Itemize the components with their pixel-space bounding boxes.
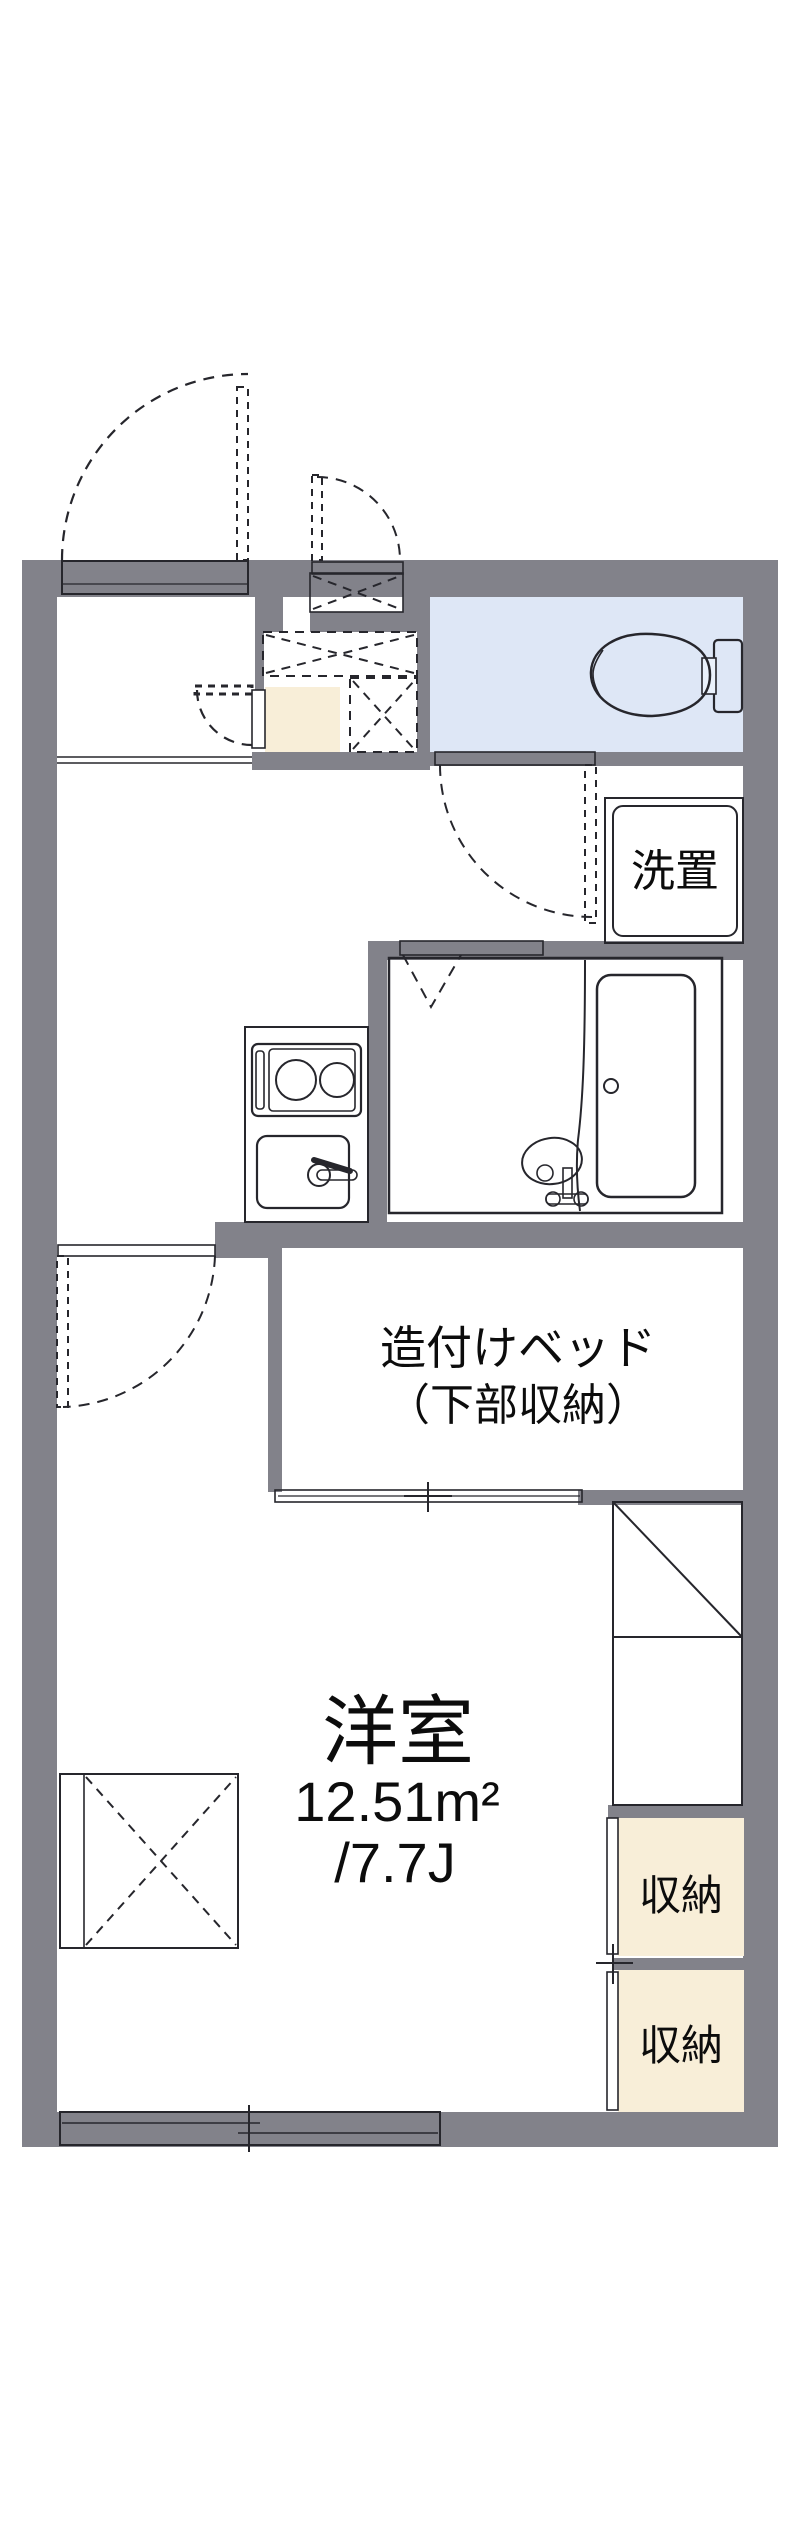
toilet-bowl-line — [592, 649, 604, 700]
bed-label-line2: （下部収納） — [386, 1381, 650, 1430]
wall-under-shelf — [310, 612, 430, 632]
bath-tap-right — [573, 1191, 589, 1207]
service-door — [311, 561, 404, 575]
entrance-door-arc — [60, 372, 249, 561]
storage-lower-label: 収納 — [639, 2022, 723, 2069]
main-room: 洋室 12.51m² /7.7J — [56, 1244, 500, 2152]
wall-shelf-right — [403, 597, 430, 612]
laundry-label: 洗置 — [631, 847, 719, 896]
washing-machine-area — [604, 797, 744, 944]
room-area-tatami-label: /7.7J — [334, 1831, 455, 1894]
kitchen — [244, 1026, 369, 1223]
bedroom-door-arc — [62, 1255, 216, 1408]
entrance-door-leaf — [236, 386, 249, 561]
storage-upper-floor — [618, 1818, 744, 1956]
laundry-space: 洗置 — [604, 797, 744, 944]
bathroom-divider — [575, 959, 586, 1212]
wall-bottom — [22, 2112, 778, 2147]
room-area-m2-label: 12.51m² — [294, 1770, 499, 1833]
storage-lower: 収納 — [606, 1970, 744, 2112]
burner-left — [275, 1059, 317, 1101]
wall-kitchen-bath — [368, 960, 387, 1222]
storage-upper-label: 収納 — [639, 1872, 723, 1919]
bathroom-unit — [387, 956, 724, 1215]
storage-lower-floor — [618, 1970, 744, 2112]
wall-storage-divider — [613, 1958, 743, 1970]
genkan-door-arc — [195, 689, 253, 747]
burner-right — [319, 1062, 355, 1098]
bathroom-door-swing — [402, 954, 462, 1010]
wall-entry-band — [252, 752, 430, 770]
toilet-door — [434, 751, 596, 766]
washing-machine-icon — [612, 805, 738, 937]
toilet-room — [430, 597, 743, 752]
toilet-door-arc — [439, 764, 593, 918]
toilet-icon — [589, 632, 712, 718]
right-storage-column: 収納 収納 — [596, 1501, 744, 2112]
built-in-bed-area: 造付けベッド （下部収納） — [274, 1322, 656, 1512]
toilet-fixtures — [434, 632, 744, 924]
window-bottom — [59, 2105, 441, 2152]
wall-toilet-bottom — [430, 752, 743, 766]
genkan-door-leaf — [193, 684, 254, 696]
bath-faucet — [562, 1167, 573, 1199]
wall-bed-left — [268, 1255, 282, 1492]
bed-label-line1: 造付けベッド — [380, 1322, 656, 1374]
walls — [22, 560, 778, 2147]
wall-below-kitchen-b — [215, 1248, 282, 1258]
wall-entry-a — [255, 595, 283, 632]
entrance-area — [57, 372, 418, 764]
genkan-floor — [265, 687, 340, 752]
bathroom-door — [399, 940, 544, 956]
wall-right — [743, 560, 778, 2147]
shelf-box-side — [349, 677, 418, 753]
service-door-arc — [316, 476, 401, 561]
shelf-box-top — [309, 572, 404, 613]
sink-handle — [311, 1157, 353, 1174]
bathtub-drain — [603, 1078, 619, 1094]
bathroom — [387, 940, 724, 1215]
sink-spout — [316, 1169, 358, 1181]
wall-toilet-left — [417, 597, 430, 766]
shower-drain — [536, 1164, 554, 1182]
wall-left — [22, 560, 57, 2147]
sink-faucet — [307, 1163, 331, 1187]
bedroom-door — [57, 1244, 216, 1257]
wall-column-divider-1 — [608, 1805, 743, 1818]
service-door-leaf — [311, 474, 323, 561]
closet-left — [59, 1773, 239, 1949]
kitchen-counter — [244, 1026, 369, 1223]
bath-tap-left — [545, 1191, 561, 1207]
shower-basin-icon — [521, 1136, 583, 1186]
bedroom-door-leaf — [56, 1255, 69, 1408]
genkan-door — [251, 689, 266, 749]
wall-below-kitchen — [215, 1222, 743, 1248]
entrance-door — [61, 560, 249, 595]
step-edge — [57, 756, 252, 764]
stove-grill — [255, 1050, 265, 1110]
bathtub-icon — [595, 973, 697, 1199]
refrigerator-space — [612, 1501, 743, 1806]
room-name-label: 洋室 — [322, 1690, 474, 1775]
stove-icon — [250, 1042, 363, 1118]
storage-upper: 収納 — [606, 1817, 744, 1956]
shelf-box-middle — [262, 631, 418, 677]
toilet-door-leaf — [584, 764, 597, 924]
wall-entry-b — [255, 632, 264, 690]
wall-top — [22, 560, 778, 597]
